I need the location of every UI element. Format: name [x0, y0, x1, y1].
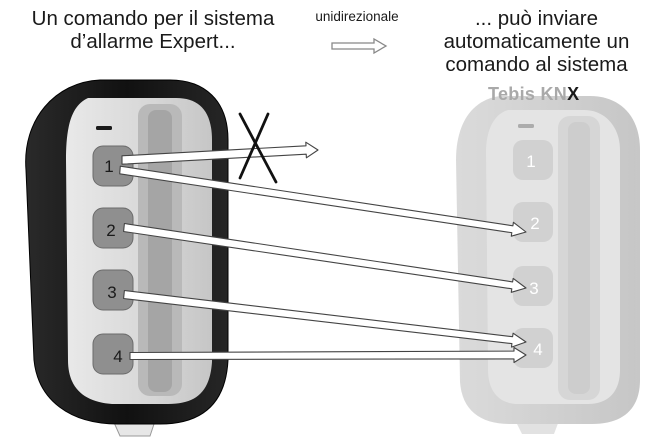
brand-part-hard: X — [567, 84, 580, 104]
remote-expert-button-3 — [92, 269, 134, 311]
remote-expert-button-4-label: 4 — [113, 347, 122, 366]
remote-tebis-button-3-label: 3 — [529, 279, 538, 298]
unidirectional-arrow — [331, 37, 388, 55]
arrow-2-to-3 — [123, 222, 527, 293]
arrow-4-to-4 — [129, 346, 527, 364]
remote-expert — [25, 79, 229, 437]
caption-right: ... può inviare automaticamente un coman… — [414, 7, 659, 76]
arrow-1-to-2 — [119, 165, 527, 237]
caption-left-line-2: d’allarme Expert... — [70, 30, 236, 53]
remote-tebis-button-4 — [513, 328, 553, 368]
brand-part-soft: Tebis KN — [488, 84, 568, 104]
caption-left-line-1: Un comando per il sistema — [31, 7, 275, 30]
mode-label: unidirezionale — [315, 9, 399, 24]
remote-tebis-button-2-label: 2 — [530, 214, 539, 233]
arrow-blocked-1 — [121, 141, 319, 165]
remote-expert-button-3-label: 3 — [107, 283, 116, 302]
caption-left: Un comando per il sistema d’allarme Expe… — [0, 7, 306, 53]
caption-right-line-1: ... può inviare — [474, 7, 599, 30]
remote-expert-button-1-label: 1 — [104, 157, 113, 176]
remote-tebis-button-3 — [513, 266, 553, 306]
brand-tebis-knx: Tebis KNX — [488, 84, 608, 105]
caption-right-line-2: automaticamente un — [443, 30, 630, 53]
remote-tebis-button-4-label: 4 — [533, 340, 542, 359]
remote-expert-button-2-label: 2 — [106, 221, 115, 240]
led-indicator — [96, 126, 112, 130]
cross-icon — [238, 112, 278, 184]
arrow-3-to-4 — [123, 289, 527, 348]
caption-right-line-3: comando al sistema — [445, 53, 628, 76]
remote-tebis-button-1 — [513, 140, 553, 180]
remote-tebis-knx — [456, 96, 640, 434]
remote-tebis-button-1-label: 1 — [526, 152, 535, 171]
